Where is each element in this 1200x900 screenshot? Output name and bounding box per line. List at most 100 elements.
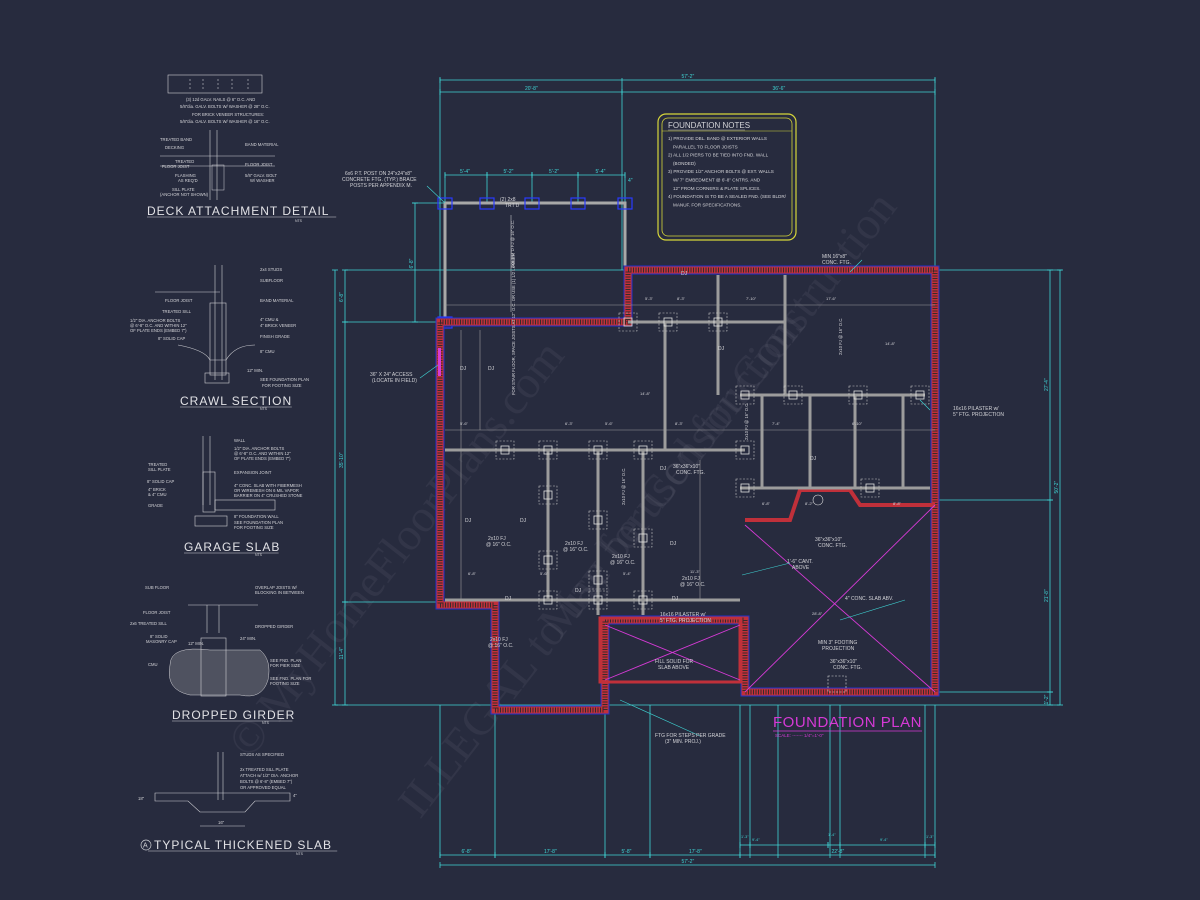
detail-title: DECK ATTACHMENT DETAIL — [147, 204, 329, 218]
plan-label: 2x10 FJ — [490, 637, 508, 643]
detail-label: SILL PLATE — [148, 467, 171, 472]
pier-footing — [538, 440, 558, 460]
detail-nts: NTS — [262, 721, 270, 725]
pier-footing — [860, 478, 880, 498]
crawl-access-opening — [438, 348, 441, 376]
plan-label: CONC. FTG. — [676, 470, 705, 476]
detail-label: BLOCKING IN BETWEEN — [255, 590, 304, 595]
nail-mark — [189, 79, 191, 81]
pier — [740, 445, 750, 455]
detail-label: 1/2" DIA. ANCHOR BOLTS — [234, 446, 284, 451]
deck-post-footing — [479, 197, 495, 210]
plan-label-vertical: 2x10 FJ @ 16" O.C. — [621, 468, 626, 505]
pier — [500, 445, 510, 455]
dimension-label: 50'-2" — [1054, 481, 1060, 494]
pier — [740, 390, 750, 400]
plan-label: TRT'D — [505, 203, 520, 209]
dimension-label: 20'-8" — [525, 86, 538, 92]
footing — [204, 372, 230, 384]
interior-dimension: 6'-8" — [762, 501, 771, 506]
pier — [593, 595, 603, 605]
detail-label: 8" SOLID — [150, 634, 168, 639]
pier-footing — [588, 590, 608, 610]
nail-mark — [202, 87, 204, 89]
slab-x-line — [604, 624, 741, 681]
detail-label: SEE FND. PLAN FOR — [270, 676, 311, 681]
detail-marker-circle — [140, 839, 152, 851]
interior-dimension: 5'-6" — [460, 421, 469, 426]
detail-title: GARAGE SLAB — [184, 540, 280, 554]
note-line: 2) ALL 1/2 PIERS TO BE TIED INTO FND. WA… — [668, 153, 769, 158]
leader-line — [741, 562, 791, 576]
dimension-label: 57'-2" — [682, 74, 695, 80]
nail-mark — [189, 87, 191, 89]
plan-label: DJ — [575, 588, 582, 594]
detail-label: 5/8"dia. GALV. BOLTS W/ WASHER @ 28" O.C… — [180, 104, 270, 109]
plan-label: MIN 3" FOOTING — [818, 640, 857, 646]
interior-dimension: 5'-3" — [645, 296, 654, 301]
plan-label: DJ — [460, 366, 467, 372]
plan-label: 1'-6" CANT. — [787, 559, 813, 565]
pier — [593, 515, 603, 525]
dimension-label: 5'-4" — [460, 169, 470, 175]
detail-label: FINISH GRADE — [260, 334, 290, 339]
detail-label: DROPPED GIRDER — [255, 624, 293, 629]
pier-footing — [495, 440, 515, 460]
detail-label: 8" SOLID CAP — [158, 336, 186, 341]
plan-label: 36" X 24" ACCESS — [370, 372, 413, 378]
detail-label: SEE FOUNDATION PLAN — [260, 377, 309, 382]
pier-footing — [588, 440, 608, 460]
plan-label-vertical: 2x10 FJ @ 16" O.C. — [744, 403, 749, 440]
thickened-slab — [154, 792, 291, 813]
foundation-wall-fill — [437, 267, 938, 713]
interior-dimension: 6'-10" — [852, 421, 863, 426]
dimension-label: 17'-8" — [689, 849, 702, 855]
plan-label: @ 16" O.C. — [488, 643, 513, 649]
nail-mark — [247, 79, 249, 81]
detail-label: (3) 12d GALV. NAILS @ 6" O.C. AND — [186, 97, 255, 102]
pier-footing — [827, 675, 847, 693]
plan-label-vertical: 2x8 TRT'D FJ @ 16" O.C. — [510, 220, 515, 268]
plan-label: (LOCATE IN FIELD) — [372, 378, 417, 384]
plan-label: (2) 2x8 — [500, 197, 516, 203]
dimension-label: 1'-3" — [926, 835, 934, 839]
detail-title: DROPPED GIRDER — [172, 708, 295, 722]
plan-label: POSTS PER APPENDIX M. — [350, 183, 412, 189]
pier-footing — [538, 590, 558, 610]
plan-label: CONC. FTG. — [818, 543, 847, 549]
interior-dimension: 5'-4" — [623, 571, 632, 576]
pier-footing — [633, 528, 653, 548]
pier-footing — [633, 590, 653, 610]
nail-mark — [217, 87, 219, 89]
interior-dimension: 6'-8" — [468, 571, 477, 576]
detail-label: & 4" CMU — [148, 492, 166, 497]
pier-footing — [618, 312, 638, 332]
leader-line — [619, 699, 701, 737]
pier — [593, 445, 603, 455]
detail-label: 4" BRICK VENEER — [260, 323, 296, 328]
plan-label: FTG FOR STEPS PER GRADE — [655, 733, 726, 739]
foundation-notes: FOUNDATION NOTES 1) PROVIDE DBL. BAND @ … — [657, 113, 797, 241]
pier — [638, 445, 648, 455]
pier — [740, 483, 750, 493]
detail-label: @ 6'-8" O.C. AND WITHIN 12" — [234, 451, 291, 456]
deck-post-footing — [570, 197, 586, 210]
plan-label: CONC. FTG. — [833, 665, 862, 671]
plan-label: 6x6 P.T. POST ON 24"x24"x8" — [345, 171, 412, 177]
dimension-label: 1'-2" — [1044, 694, 1050, 704]
plan-label: CONC. FTG. — [822, 260, 851, 266]
pier-footing — [588, 570, 608, 590]
plan-label: (3" MIN. PROJ.) — [665, 739, 701, 745]
detail-label: FLOOR JOIST — [143, 610, 171, 615]
pier — [663, 317, 673, 327]
detail-label: OF PLATE ENDS (EMBED 7") — [130, 328, 187, 333]
detail-label: OR WIREMESH ON 6 MIL VAPOR — [234, 488, 299, 493]
detail-label: TREATED SILL — [162, 309, 192, 314]
nail-mark — [189, 83, 191, 85]
detail-label: @ 6'-8" O.C. AND WITHIN 12" — [130, 323, 187, 328]
plan-label: 36"x36"x10" — [673, 464, 700, 470]
detail-label: 4" CMU & — [260, 317, 279, 322]
detail-label: FOR FOOTING SIZE — [234, 525, 274, 530]
interior-dimension: 5'-6" — [540, 571, 549, 576]
interior-dimension: 17'-6" — [826, 296, 837, 301]
